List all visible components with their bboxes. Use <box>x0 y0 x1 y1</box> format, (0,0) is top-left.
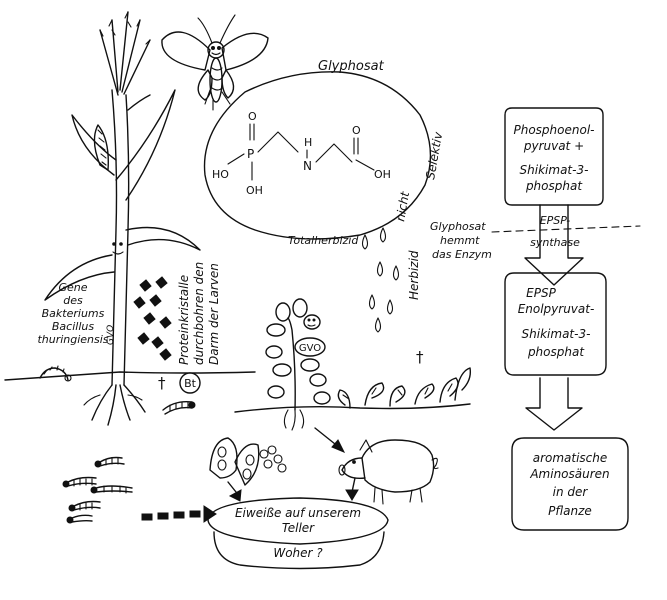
svg-text:HO: HO <box>212 168 229 181</box>
svg-text:OH: OH <box>374 168 391 181</box>
pig <box>338 439 439 505</box>
pathway-box-3-line2: Aminosäuren <box>529 467 609 481</box>
herbicide-drops <box>361 227 400 333</box>
soy-gvo-label: GVO <box>299 343 321 354</box>
butterfly <box>161 14 269 111</box>
soy-gvo-oval <box>294 337 326 357</box>
plate-text-line2: Teller <box>282 521 315 535</box>
pathway-box-3-line1: aromatische <box>533 451 608 465</box>
soy-plant <box>265 298 331 431</box>
pathway-arrow-2 <box>525 377 583 431</box>
corn-cross-symbol: † <box>158 374 166 392</box>
inhibition-note-2: hemmt <box>440 234 480 247</box>
inhibition-dashed-line <box>491 225 641 233</box>
soy-cross-symbol: † <box>416 348 424 366</box>
corn-plant <box>44 11 201 426</box>
svg-text:N: N <box>303 159 312 173</box>
svg-text:O: O <box>248 110 257 123</box>
pathway-box-1-line3: Shikimat-3- <box>520 163 589 177</box>
plate <box>207 497 389 570</box>
pathway-box-1-line2: pyruvat + <box>523 139 584 153</box>
total-herbicide-label: Totalherbizid <box>288 234 359 247</box>
pathway-box-1 <box>504 107 604 206</box>
protein-label: Proteinkristalle durchbohren den Darm de… <box>177 262 221 365</box>
svg-text:Bacillus: Bacillus <box>52 320 94 333</box>
glyphosate-title: Glyphosat <box>318 59 385 74</box>
larva-left <box>39 365 72 382</box>
pathway-arrow-1 <box>524 204 584 286</box>
pathway-box-3 <box>511 437 629 531</box>
larvae-group <box>62 456 133 524</box>
inhibition-note-3: das Enzym <box>432 248 492 261</box>
enzyme-label-2: synthase <box>530 236 580 249</box>
svg-text:Gene: Gene <box>58 281 87 294</box>
soybean-pods <box>209 437 287 486</box>
pathway-box-2-line3: Shikimat-3- <box>522 327 591 341</box>
wilted-weeds <box>337 367 472 409</box>
pathway-box-1-line1: Phosphoenol- <box>514 123 595 137</box>
corn-gvo-label: GVO <box>106 325 116 345</box>
pathway-box-1-line4: phosphat <box>525 179 583 193</box>
arrow-larvae-to-plate <box>141 505 217 523</box>
pathway-box-3-line3: in der <box>553 485 589 499</box>
inhibition-note-1: Glyphosat <box>430 220 486 233</box>
pathway-box-3-line4: Pflanze <box>548 504 592 518</box>
arrowhead-soy-to-pig <box>331 439 346 453</box>
bt-label: Bt <box>184 377 197 390</box>
genes-label: Gene des Bakteriums Bacillus thuringiens… <box>37 281 108 346</box>
ground-line-right <box>234 403 471 413</box>
herbicide-label: Herbizid <box>407 250 421 300</box>
svg-text:Bakteriums: Bakteriums <box>42 307 105 320</box>
arrow-beans-to-plate <box>227 481 237 493</box>
arrowhead-pig-to-plate <box>345 489 359 501</box>
bt-circle <box>179 372 201 394</box>
svg-text:O: O <box>352 124 361 137</box>
plate-text-line1: Eiweiße auf unserem <box>235 506 361 520</box>
glyphosate-formula: O P HO OH H N O OH <box>212 110 391 197</box>
arrowhead-beans-to-plate <box>228 489 242 502</box>
nicht-label: nicht <box>393 189 412 222</box>
svg-text:H: H <box>304 136 312 149</box>
svg-text:durchbohren den: durchbohren den <box>192 262 206 365</box>
plate-question: Woher ? <box>273 546 323 560</box>
selektiv-label: Selektiv <box>423 130 445 180</box>
pathway-box-2-line1: EPSP <box>526 286 556 300</box>
glyphosate-outline <box>203 71 432 240</box>
svg-text:Proteinkristalle: Proteinkristalle <box>177 275 191 365</box>
svg-text:Darm der Larven: Darm der Larven <box>207 263 221 365</box>
enzyme-label-1: EPSP- <box>540 214 571 227</box>
larva-right <box>162 400 196 415</box>
svg-text:OH: OH <box>246 184 263 197</box>
pathway-box-2-line4: phosphat <box>527 345 585 359</box>
pathway-box-2-line2: Enolpyruvat- <box>518 302 595 316</box>
svg-text:des: des <box>63 294 83 307</box>
pathway-box-2 <box>504 272 607 376</box>
protein-crystals <box>133 276 172 361</box>
svg-text:thuringiensis: thuringiensis <box>37 333 108 346</box>
svg-text:P: P <box>247 147 254 161</box>
